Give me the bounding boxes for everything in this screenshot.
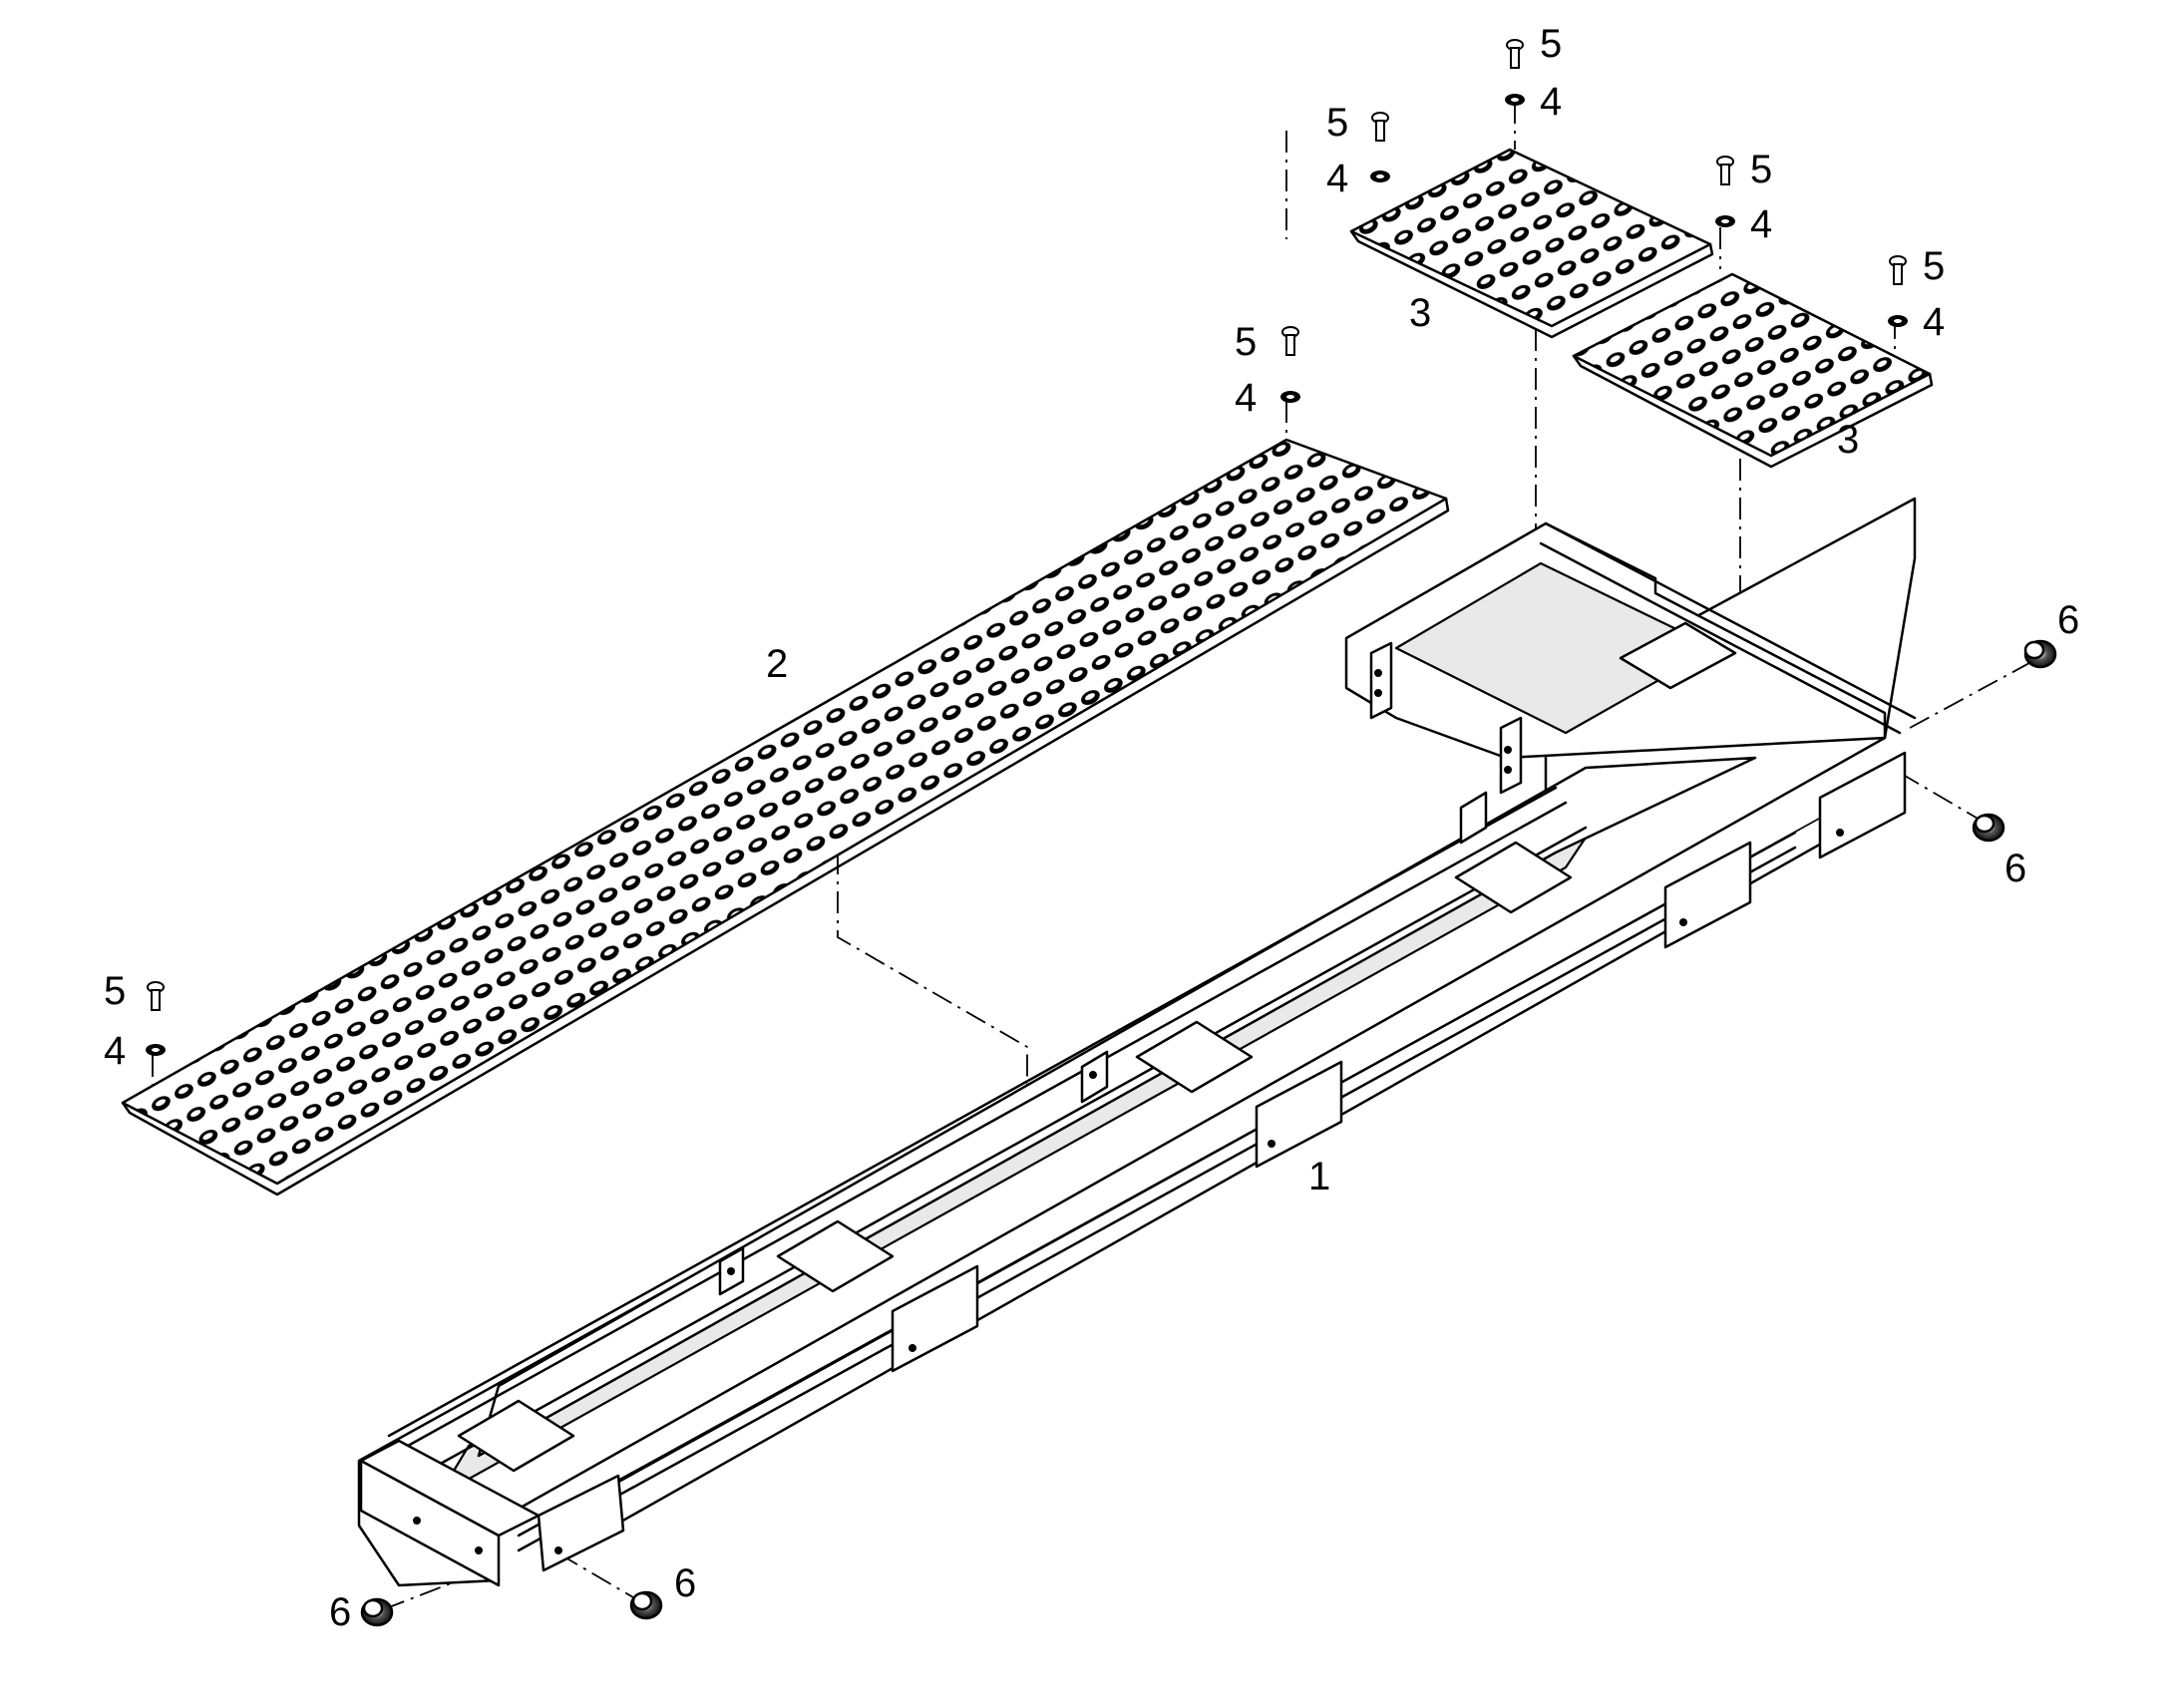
callout-labels: 1 2 3 3 5 4 5 4 5 4 5 4 5 4 5 4 6 6 6 6 xyxy=(104,22,2079,1634)
callout-part-5: 5 xyxy=(1923,244,1945,288)
washer-icon xyxy=(1888,315,1908,327)
bolt-icon xyxy=(1889,255,1907,285)
callout-part-4: 4 xyxy=(1326,157,1348,200)
callout-part-5: 5 xyxy=(1540,22,1562,66)
washer-icon xyxy=(1370,171,1390,182)
callout-part-5: 5 xyxy=(1235,320,1257,364)
callout-part-3: 3 xyxy=(1837,418,1859,462)
end-cap-icon xyxy=(2023,639,2057,669)
callout-part-5: 5 xyxy=(1750,148,1772,191)
callout-part-4: 4 xyxy=(1235,376,1257,420)
end-cap-icon xyxy=(360,1597,394,1627)
short-grating-panel-lower xyxy=(1572,272,1934,469)
bolt-icon xyxy=(1281,326,1299,356)
bolt-icon xyxy=(1716,156,1734,185)
washer-icon xyxy=(146,1044,166,1056)
bolts xyxy=(147,39,1907,1011)
washers xyxy=(146,94,1908,1056)
callout-part-4: 4 xyxy=(1540,80,1562,124)
callout-part-5: 5 xyxy=(104,969,126,1013)
long-grating-panel xyxy=(121,438,1450,1196)
callout-part-1: 1 xyxy=(1308,1155,1330,1198)
end-cap-icon xyxy=(629,1590,663,1620)
frame-assembly xyxy=(357,497,1917,1587)
callout-part-5: 5 xyxy=(1326,101,1348,145)
callout-part-6: 6 xyxy=(2057,598,2079,642)
bolt-icon xyxy=(1506,39,1524,69)
callout-part-3: 3 xyxy=(1409,291,1431,335)
callout-part-4: 4 xyxy=(1923,300,1945,344)
washer-icon xyxy=(1505,94,1525,106)
bolt-icon xyxy=(147,981,165,1011)
callout-part-6: 6 xyxy=(329,1590,351,1634)
end-cap-icon xyxy=(1972,813,2005,843)
short-grating-panel-upper xyxy=(1349,148,1714,339)
callout-part-6: 6 xyxy=(2004,847,2026,890)
bolt-icon xyxy=(1371,112,1389,142)
callout-part-4: 4 xyxy=(104,1029,126,1073)
callout-part-4: 4 xyxy=(1750,202,1772,246)
washer-icon xyxy=(1280,391,1300,403)
end-caps xyxy=(360,639,2057,1627)
callout-part-6: 6 xyxy=(674,1561,696,1605)
washer-icon xyxy=(1715,215,1735,227)
callout-part-2: 2 xyxy=(766,642,788,686)
